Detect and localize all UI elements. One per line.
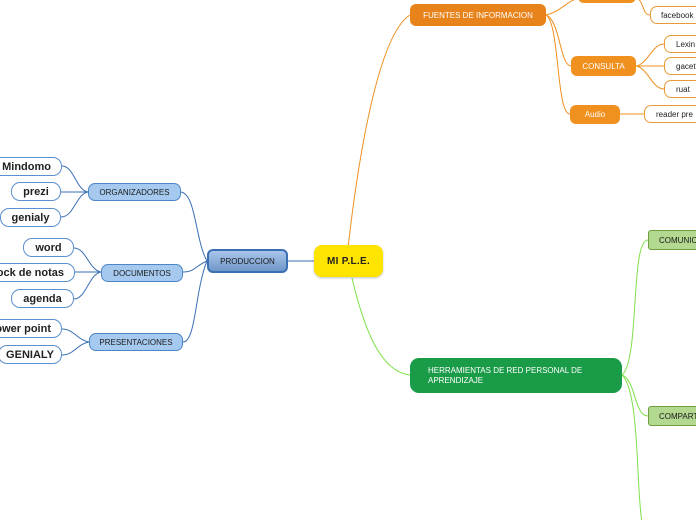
leaf-reader[interactable]: reader pre [644,105,696,123]
leaf-facebook[interactable]: facebook [650,6,696,24]
leaf-block-de-notas[interactable]: block de notas [0,263,75,282]
fuentes-node[interactable]: FUENTES DE INFORMACION [410,4,546,26]
leaf-power-point[interactable]: power point [0,319,62,338]
link-organizadores-mindomo [61,165,89,193]
link-produccion-presentaciones [182,260,208,343]
leaf-agenda[interactable]: agenda [11,289,74,308]
link-presentaciones-powerpoint [61,328,90,343]
leaf-word[interactable]: word [23,238,74,257]
link-fuentes-audio [545,14,571,115]
link-center-fuentes [347,14,411,249]
link-fuentes-consulta [545,14,572,67]
center-node[interactable]: MI P.L.E. [314,245,383,277]
presentaciones-node[interactable]: PRESENTACIONES [89,333,183,351]
produccion-node[interactable]: PRODUCCION [207,249,288,273]
leaf-prezi[interactable]: prezi [11,182,61,201]
consulta-node[interactable]: CONSULTA [571,56,636,76]
herramientas-node[interactable]: HERRAMIENTAS DE RED PERSONAL DE APRENDIZ… [410,358,622,393]
link-produccion-documentos [182,260,208,273]
audio-node[interactable]: Audio [570,105,620,124]
link-top-facebook [638,0,651,16]
link-produccion-organizadores [179,191,208,262]
compart-node[interactable]: COMPART [648,406,696,426]
organizadores-node[interactable]: ORGANIZADORES [88,183,181,201]
leaf-lexin[interactable]: Lexin [664,35,696,53]
link-herramientas-comunic [621,239,649,376]
link-presentaciones-genialy [61,341,90,356]
link-herramientas-compart [621,374,649,417]
leaf-genialy-2[interactable]: GENIALY [0,345,62,364]
link-consulta-ruat [635,65,665,90]
fuentes-top-sub[interactable] [578,0,636,3]
link-documentos-agenda [73,271,102,300]
link-herramientas-more [621,374,643,520]
link-documentos-word [73,247,102,273]
link-center-herramientas [351,277,411,376]
leaf-ruat[interactable]: ruat [664,80,696,98]
link-fuentes-top [545,0,575,16]
link-organizadores-genialy [60,191,89,218]
leaf-gacet[interactable]: gacet [664,57,696,75]
leaf-mindomo[interactable]: Mindomo [0,157,62,176]
documentos-node[interactable]: DOCUMENTOS [101,264,183,282]
leaf-genialy[interactable]: genialy [0,208,61,227]
link-consulta-lexin [635,43,665,67]
comunic-node[interactable]: COMUNIC [648,230,696,250]
